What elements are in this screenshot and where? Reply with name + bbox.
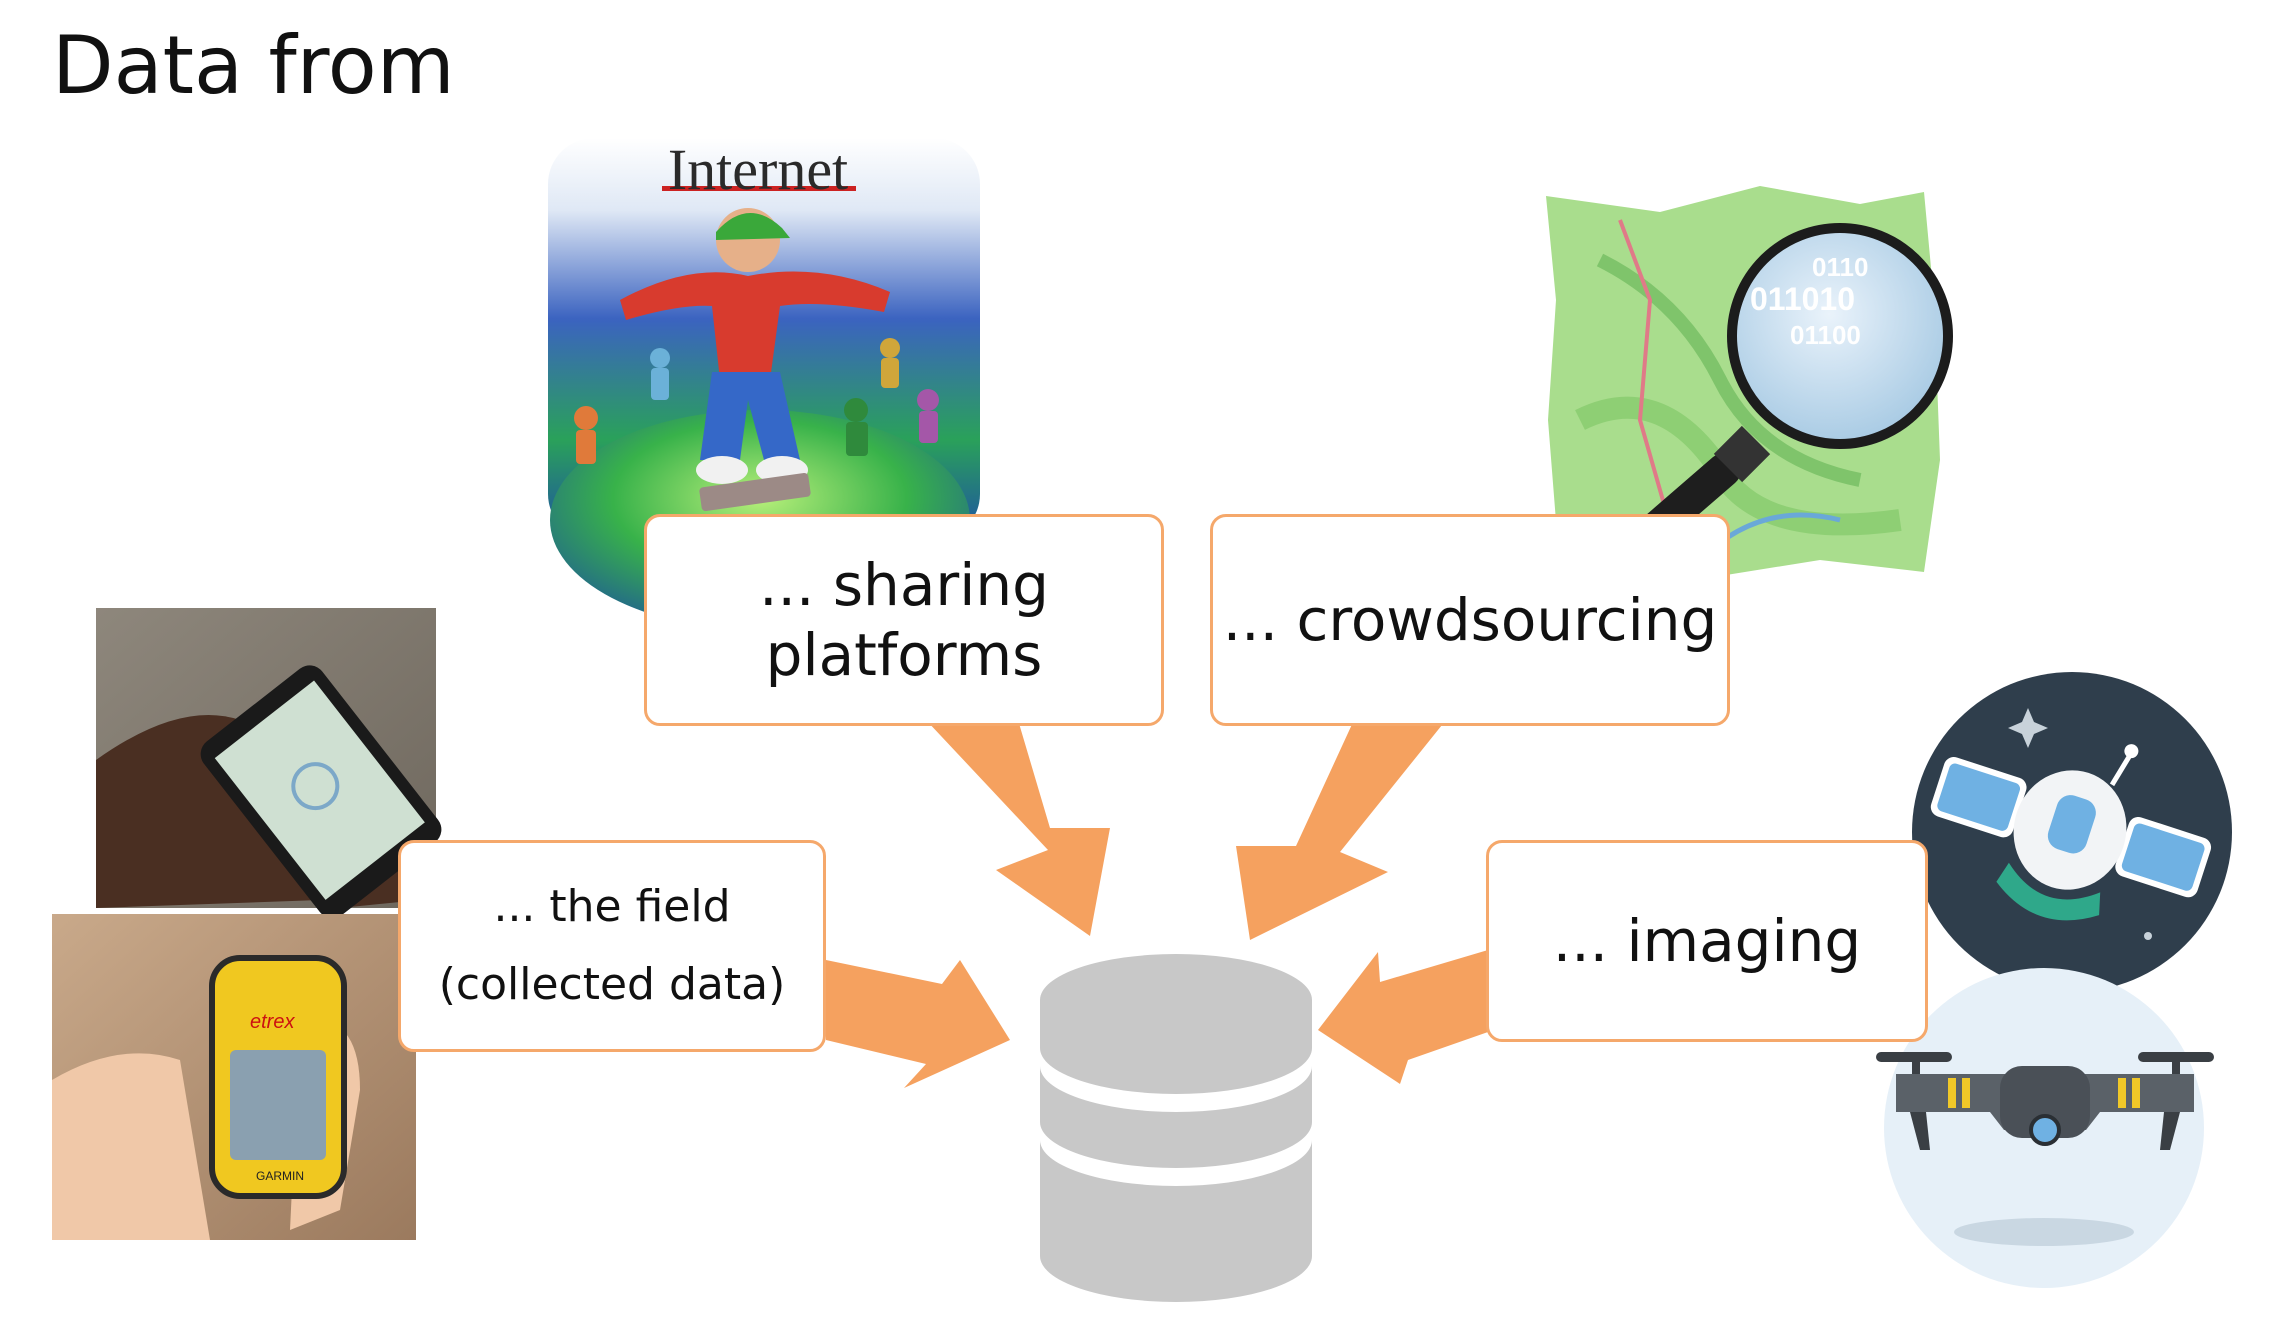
- arrow-from-sharing: [926, 720, 1110, 936]
- gps-maker-label: GARMIN: [256, 1169, 304, 1183]
- smartphone-photo: [96, 608, 442, 919]
- arrow-from-field: [826, 960, 1010, 1088]
- page-title: Data from: [52, 19, 455, 112]
- database-segment-bottom: [1040, 1140, 1312, 1302]
- source-label-sharing-line-2: platforms: [765, 621, 1043, 689]
- source-box-sharing-platforms: ... sharing platforms: [644, 514, 1164, 726]
- database-segment-middle: [1040, 1066, 1312, 1168]
- source-label-field-line-1: ... the field: [493, 881, 731, 932]
- arrow-from-crowdsourcing: [1236, 720, 1446, 940]
- internet-cover-label: Internet: [667, 137, 849, 202]
- source-label-crowdsourcing: ... crowdsourcing: [1222, 586, 1718, 654]
- source-box-crowdsourcing: ... crowdsourcing: [1210, 514, 1730, 726]
- satellite-icon: [1912, 672, 2232, 992]
- database-segment-top: [1040, 954, 1312, 1094]
- source-box-the-field: ... the field (collected data): [398, 840, 826, 1052]
- magnifier-digits-2: 011010: [1750, 281, 1855, 317]
- gps-brand-label: etrex: [250, 1011, 295, 1033]
- source-box-imaging: ... imaging: [1486, 840, 1928, 1042]
- arrow-from-imaging: [1318, 950, 1488, 1084]
- drone-icon: [1876, 968, 2214, 1288]
- magnifier-digits-3: 01100: [1790, 320, 1861, 350]
- source-label-imaging: ... imaging: [1552, 907, 1862, 975]
- magnifier-digits-1: 0110: [1812, 252, 1868, 282]
- source-label-field-line-2: (collected data): [438, 959, 786, 1010]
- source-label-sharing-line-1: ... sharing: [759, 551, 1049, 619]
- gps-device-photo: etrex GARMIN: [52, 914, 416, 1240]
